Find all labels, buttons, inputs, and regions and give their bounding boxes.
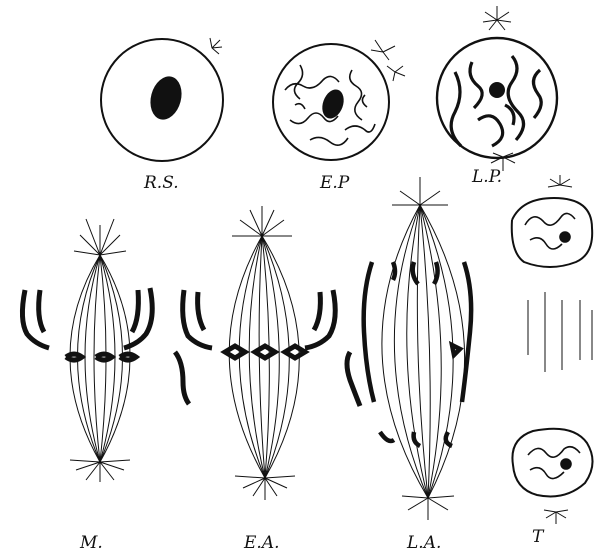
label-telophase: T bbox=[532, 527, 545, 547]
metaphase-spindle bbox=[22, 219, 152, 482]
label-metaphase: M. bbox=[79, 533, 103, 553]
early-anaphase-spindle bbox=[175, 206, 360, 500]
late-prophase-cell bbox=[437, 6, 557, 171]
centrosome-aster bbox=[210, 38, 222, 54]
telophase-cells bbox=[512, 175, 593, 524]
centrosome-aster bbox=[371, 40, 405, 81]
resting-stage-cell bbox=[101, 38, 223, 161]
late-anaphase-spindle bbox=[364, 177, 471, 520]
label-late-anaphase: L.A. bbox=[406, 533, 441, 553]
label-early-prophase: E.P bbox=[319, 173, 350, 193]
label-late-prophase: L.P. bbox=[471, 167, 502, 187]
label-resting-stage: R.S. bbox=[143, 173, 179, 193]
early-prophase-cell bbox=[273, 40, 405, 160]
label-early-anaphase: E.A. bbox=[243, 533, 280, 553]
